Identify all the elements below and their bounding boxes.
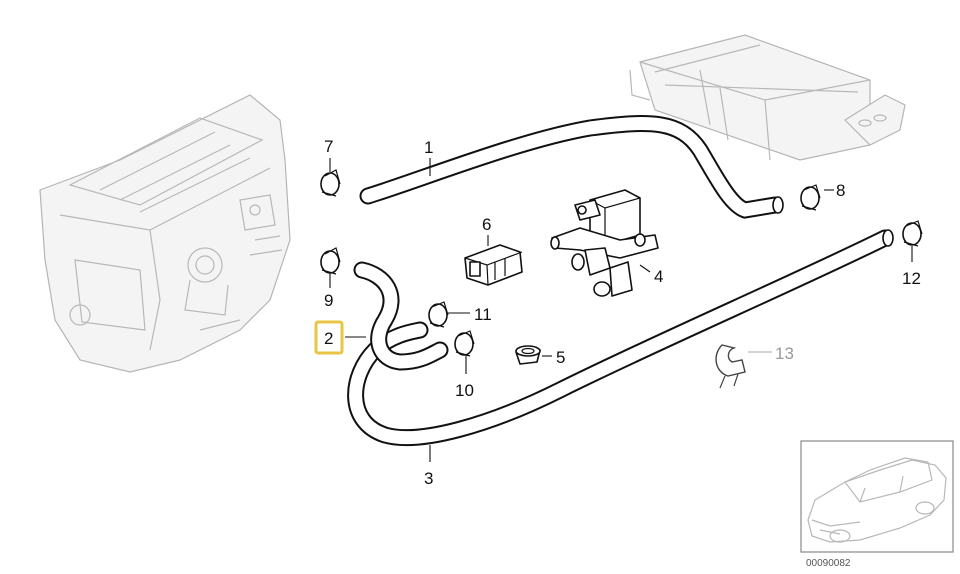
callout-8[interactable]: 8: [836, 181, 845, 200]
diagram-reference-number: 00090082: [806, 558, 851, 569]
callout-13[interactable]: 13: [775, 344, 794, 363]
callout-11[interactable]: 11: [474, 305, 492, 324]
car-icon: [807, 457, 947, 543]
clamp-9-icon: [320, 247, 341, 275]
clamp-11-icon: [428, 301, 449, 328]
vehicle-thumbnail: 00090082: [800, 440, 954, 569]
clamp-12-icon: [902, 220, 923, 247]
leader-lines: [329, 158, 913, 462]
callout-3[interactable]: 3: [424, 469, 433, 488]
callout-labels: 1 2 3 4 5 6 7 8 9 10 11 12 13: [324, 137, 921, 488]
connector-6-icon: [464, 244, 523, 286]
callout-6[interactable]: 6: [482, 215, 491, 234]
valve-4-icon: [550, 189, 659, 297]
heater-core-ghost: [629, 34, 906, 161]
callout-2[interactable]: 2: [324, 329, 333, 348]
callout-7[interactable]: 7: [324, 137, 333, 156]
hose-2: [353, 261, 449, 371]
grommet-5-icon: [515, 345, 541, 365]
clamp-7-icon: [320, 169, 341, 197]
callout-10[interactable]: 10: [455, 381, 474, 400]
bracket-13-icon: [715, 344, 746, 389]
callout-2-highlight: [314, 320, 344, 355]
callout-4[interactable]: 4: [654, 267, 663, 286]
clamp-8-icon: [800, 184, 821, 211]
hose-1: [359, 114, 784, 219]
engine-block-ghost: [39, 94, 291, 373]
clamp-10-icon: [454, 330, 475, 357]
callout-1[interactable]: 1: [424, 138, 433, 157]
callout-5[interactable]: 5: [556, 348, 565, 367]
callout-12[interactable]: 12: [902, 269, 921, 288]
hose-3: [347, 229, 894, 446]
callout-9[interactable]: 9: [324, 291, 333, 310]
